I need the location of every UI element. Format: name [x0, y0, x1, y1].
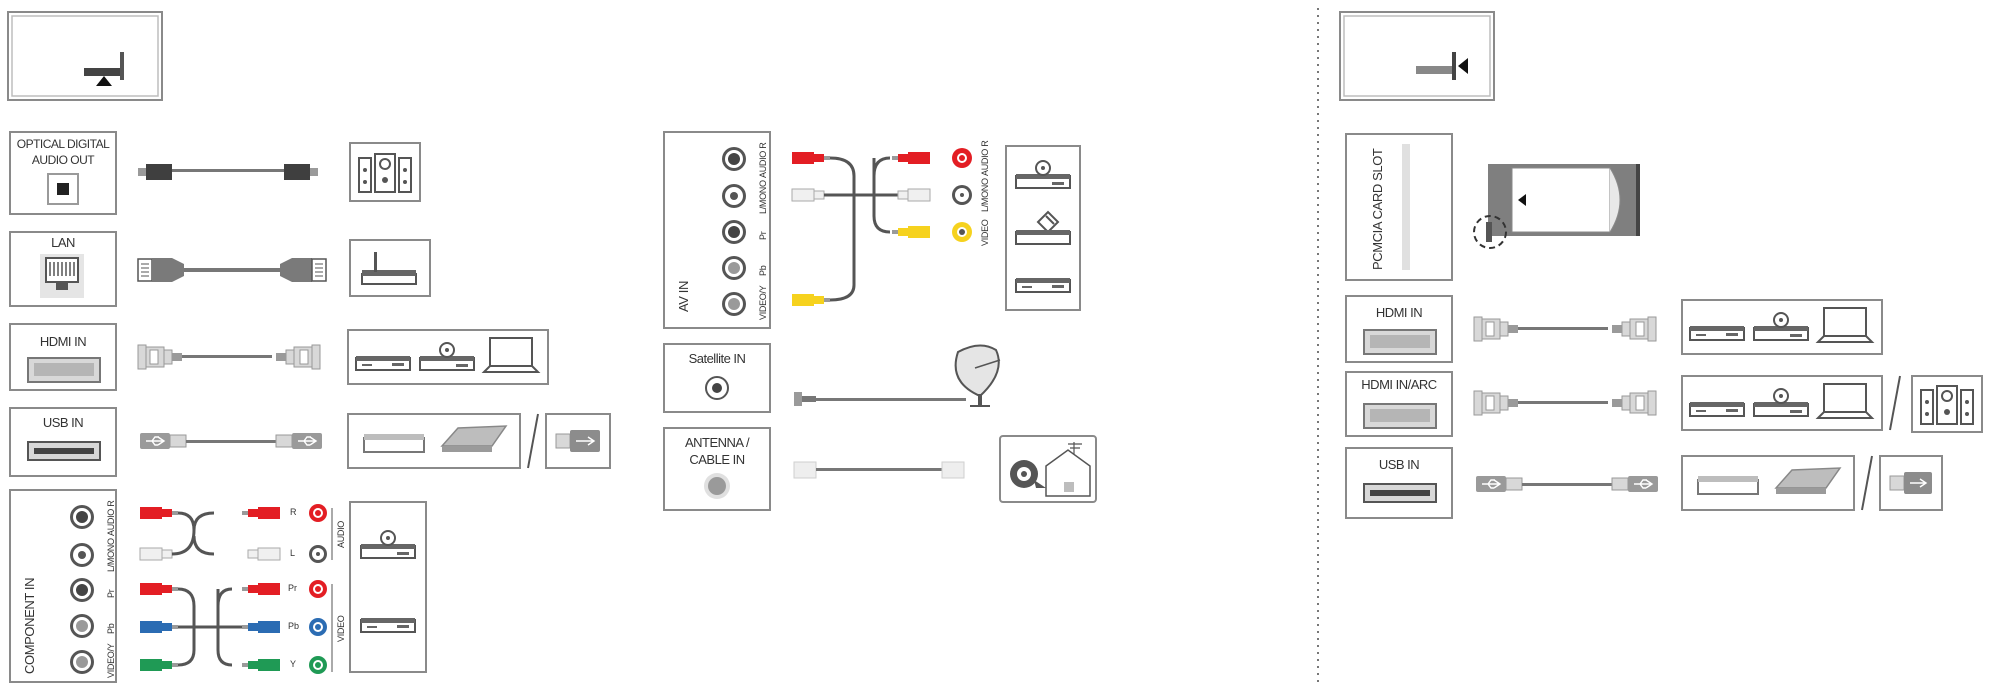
component-jack-pr: Pr	[106, 589, 116, 598]
speaker-system-icon	[349, 142, 421, 202]
lan-cable	[137, 258, 327, 282]
hdmi-devices-left	[347, 329, 549, 385]
avin-jack-video-y: VIDEO/Y	[758, 285, 768, 320]
avin-devices	[1005, 145, 1081, 311]
hdmi-cable-right	[1473, 316, 1657, 342]
component-jack-audio-r: AUDIO R	[106, 500, 116, 536]
avin-device-jack-audio-r: AUDIO R	[980, 140, 990, 176]
antenna-cable	[793, 461, 965, 479]
tv-rear-icon-right	[1339, 11, 1495, 101]
usb-cable-left	[139, 432, 323, 450]
lan-label: LAN	[51, 235, 75, 250]
antenna-house-icon	[999, 435, 1097, 503]
usb-devices-left	[347, 413, 611, 469]
usb-devices-right	[1681, 455, 1943, 511]
component-group-audio: AUDIO	[336, 520, 346, 548]
component-right-letter-l: L	[290, 548, 296, 558]
avin-jack-audio-r: AUDIO R	[758, 142, 768, 178]
optical-panel	[9, 131, 117, 215]
hdmi-arc-panel	[1345, 371, 1453, 437]
optical-label-line2: AUDIO OUT	[31, 153, 95, 167]
optical-cable	[138, 164, 318, 180]
avin-device-jack-video: VIDEO	[980, 219, 990, 246]
hdmi-cable-left	[137, 344, 321, 370]
component-devices	[349, 501, 427, 673]
pcmcia-panel	[1345, 133, 1453, 281]
avin-jack-pb: Pb	[758, 265, 768, 276]
component-right-letter-pb: Pb	[288, 621, 300, 631]
usb-label-left: USB IN	[42, 415, 84, 430]
component-right-letter-r: R	[290, 507, 297, 517]
antenna-panel	[663, 427, 771, 511]
avin-label: AV IN	[676, 281, 691, 312]
avin-cables	[791, 148, 972, 306]
hdmi-arc-label: HDMI IN/ARC	[1361, 377, 1437, 392]
hdmi-label-right: HDMI IN	[1375, 305, 1423, 320]
hdmi-panel-left	[9, 323, 117, 391]
ci-card-icon	[1473, 164, 1640, 249]
component-panel	[9, 489, 117, 683]
satellite-panel	[663, 343, 771, 413]
avin-jack-pr: Pr	[758, 231, 768, 240]
component-label: COMPONENT IN	[22, 577, 37, 674]
avin-panel	[663, 131, 771, 329]
hdmi-arc-cable	[1473, 390, 1657, 416]
hdmi-arc-devices	[1681, 375, 1983, 433]
satellite-label: Satellite IN	[688, 351, 746, 366]
tv-rear-icon-left	[7, 11, 163, 101]
component-right-letter-y: Y	[290, 659, 297, 669]
router-icon	[349, 239, 431, 297]
component-jack-pb: Pb	[106, 623, 116, 634]
avin-jack-l-mono: L/MONO	[758, 180, 768, 214]
component-jack-video-y: VIDEO/Y	[106, 643, 116, 678]
antenna-label-line1: ANTENNA /	[684, 435, 750, 450]
avin-device-jack-l-mono: L/MONO	[980, 178, 990, 212]
usb-label-right: USB IN	[1378, 457, 1420, 472]
optical-label-line1: OPTICAL DIGITAL	[16, 137, 110, 151]
component-group-video: VIDEO	[336, 615, 346, 642]
antenna-label-line2: CABLE IN	[689, 452, 745, 467]
usb-panel-left	[9, 407, 117, 477]
hdmi-label-left: HDMI IN	[39, 334, 87, 349]
usb-panel-right	[1345, 447, 1453, 519]
component-right-letter-pr: Pr	[288, 583, 297, 593]
component-cables	[139, 504, 333, 674]
satellite-cable	[794, 392, 966, 406]
usb-cable-right	[1475, 475, 1659, 493]
hdmi-panel-right	[1345, 295, 1453, 363]
lan-panel	[9, 231, 117, 307]
component-jack-l-mono: L/MONO	[106, 538, 116, 572]
satellite-dish-icon	[954, 344, 1001, 407]
hdmi-devices-right	[1681, 299, 1883, 355]
pcmcia-label: PCMCIA CARD SLOT	[1370, 148, 1385, 270]
